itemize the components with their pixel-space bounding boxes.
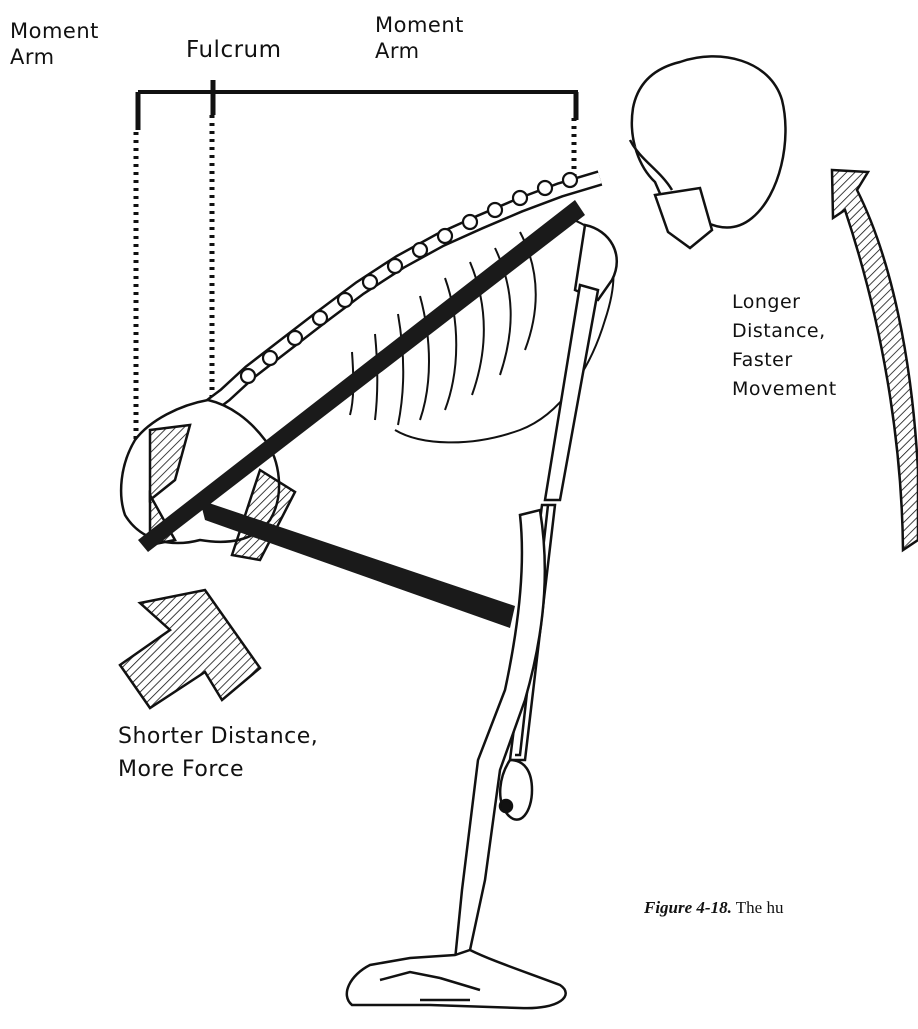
- moment-arm-right-line1: Moment: [375, 12, 464, 38]
- fulcrum-label: Fulcrum: [186, 37, 282, 63]
- skull: [630, 56, 785, 248]
- down-right-arrow-icon: [120, 590, 260, 708]
- longer-line1: Longer: [732, 288, 837, 317]
- moment-arm-bracket: [138, 80, 578, 130]
- shorter-distance-label: Shorter Distance, More Force: [118, 720, 318, 786]
- moment-arm-right-line2: Arm: [375, 38, 464, 64]
- figure-caption-text: The hu: [736, 898, 784, 917]
- upward-arrow-icon: [832, 170, 918, 550]
- moment-arm-left-label: Moment Arm: [10, 18, 99, 70]
- arm: [500, 225, 617, 820]
- figure-caption-label: Figure 4-18.: [644, 898, 732, 917]
- longer-line3: Faster: [732, 346, 837, 375]
- longer-line4: Movement: [732, 375, 837, 404]
- moment-arm-left-line1: Moment: [10, 18, 99, 44]
- longer-line2: Distance,: [732, 317, 837, 346]
- shorter-line2: More Force: [118, 753, 318, 786]
- longer-distance-label: Longer Distance, Faster Movement: [732, 288, 837, 404]
- leg: [347, 510, 566, 1008]
- figure-caption: Figure 4-18. The hu: [644, 898, 783, 918]
- moment-arm-right-label: Moment Arm: [375, 12, 464, 64]
- moment-arm-left-line2: Arm: [10, 44, 99, 70]
- shorter-line1: Shorter Distance,: [118, 720, 318, 753]
